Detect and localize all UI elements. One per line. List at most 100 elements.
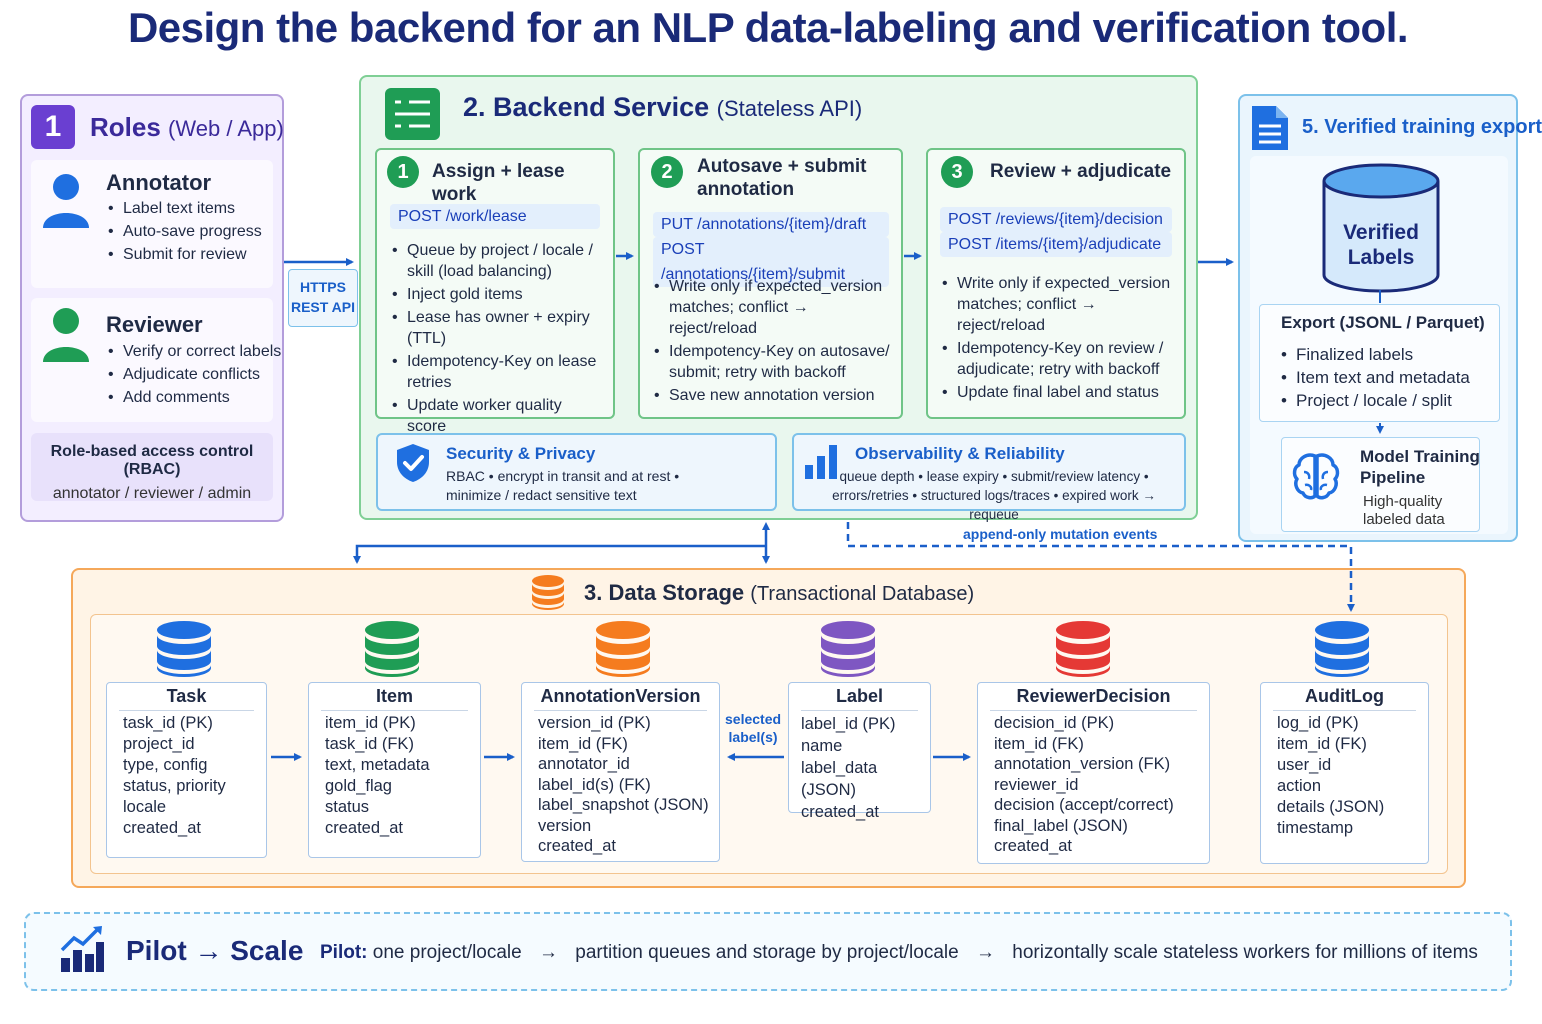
selected-label-line: selected <box>725 711 782 727</box>
annotator-user-icon <box>43 174 89 228</box>
entity-field: details (JSON) <box>1277 798 1385 816</box>
observability-line: errors/retries • structured logs/traces … <box>832 488 1156 522</box>
entity-task: Task task_id (PK) project_id type, confi… <box>106 682 267 858</box>
entity-fields: version_id (PK) item_id (FK) annotator_i… <box>538 713 709 857</box>
entity-annotation-version: AnnotationVersion version_id (PK) item_i… <box>521 682 720 862</box>
pilot-label: Pilot: <box>320 942 368 963</box>
arrow-right-icon: → <box>975 942 995 963</box>
selected-labels-annotation: selected label(s) <box>725 710 781 746</box>
annotation-version-database-icon <box>596 621 650 677</box>
brain-icon <box>1292 453 1340 500</box>
scale-title: Pilot → Scale <box>126 935 304 966</box>
append-only-events-arrow <box>846 522 1355 612</box>
entity-field: item_id (FK) <box>538 734 628 753</box>
list-item: Item text and metadata <box>1279 366 1470 389</box>
entity-title: Label <box>835 686 883 706</box>
storage-title-text: 3. Data Storage <box>584 580 745 605</box>
entity-field: label_data (JSON) <box>801 759 878 799</box>
entity-field: created_at <box>325 819 403 837</box>
step-number-badge: 3 <box>941 156 973 188</box>
entity-fields: decision_id (PK) item_id (FK) annotation… <box>994 713 1174 857</box>
roles-subtitle: (Web / App) <box>168 116 284 141</box>
list-item: Project / locale / split <box>1279 389 1470 412</box>
list-item: Idempotency-Key on lease retries <box>390 351 605 393</box>
list-item: Verify or correct labels <box>106 340 281 363</box>
observability-line: queue depth • lease expiry • submit/revi… <box>839 469 1149 484</box>
pilot-to-scale-banner <box>24 912 1512 991</box>
model-training-subtitle: High-quality labeled data <box>1363 493 1445 529</box>
entity-field: created_at <box>994 837 1072 855</box>
reviewer-name: Reviewer <box>106 312 203 337</box>
step-title: Review + adjudicate <box>990 161 1172 182</box>
pipeline-sub-line: High-quality <box>1363 493 1443 510</box>
entity-field: label_id (PK) <box>801 715 896 733</box>
item-database-icon <box>365 621 419 677</box>
list-item: Idempotency-Key on review / adjudicate; … <box>940 338 1182 380</box>
roles-number-badge: 1 <box>31 105 75 149</box>
https-label: HTTPS <box>300 279 346 295</box>
storage-subtitle: (Transactional Database) <box>750 583 975 605</box>
entity-divider <box>801 710 918 711</box>
step-list: Write only if expected_version matches; … <box>652 276 896 408</box>
entity-field: user_id <box>1277 756 1332 774</box>
list-item: Inject gold items <box>390 284 605 305</box>
entity-divider <box>990 710 1197 711</box>
entity-field: annotator_id <box>538 755 630 773</box>
list-item: Write only if expected_version matches; … <box>940 273 1182 336</box>
entity-field: item_id (PK) <box>325 714 416 732</box>
entity-title: Task <box>166 686 207 706</box>
entity-field: log_id (PK) <box>1277 714 1359 732</box>
step-title: Assign + lease work <box>432 161 565 205</box>
list-item: Write only if expected_version matches; … <box>652 276 896 339</box>
entity-audit-log: AuditLog log_id (PK) item_id (FK) user_i… <box>1260 682 1429 864</box>
list-item: Update worker quality score <box>390 395 605 437</box>
entity-title: AnnotationVersion <box>540 686 701 706</box>
backend-title: 2. Backend Service (Stateless API) <box>463 92 862 123</box>
scale-step: partition queues and storage by project/… <box>575 942 959 963</box>
scale-step: one project/locale <box>372 942 522 963</box>
task-database-icon <box>157 621 211 677</box>
entity-field: final_label (JSON) <box>994 816 1128 835</box>
entity-field: annotation_version (FK) <box>994 755 1171 773</box>
list-item: Queue by project / locale / skill (load … <box>390 240 605 282</box>
entity-field: task_id (PK) <box>123 714 213 732</box>
entity-divider <box>321 710 468 711</box>
entity-field: item_id (FK) <box>994 734 1084 753</box>
entity-field: decision_id (PK) <box>994 714 1115 732</box>
selected-label-line: label(s) <box>728 729 778 745</box>
observability-text: queue depth • lease expiry • submit/revi… <box>806 467 1182 524</box>
shield-icon <box>397 444 429 482</box>
entity-field: label_snapshot (JSON) <box>538 796 709 814</box>
reviewer-decision-database-icon <box>1056 621 1110 677</box>
list-item: Auto-save progress <box>106 220 262 243</box>
scale-step: horizontally scale stateless workers for… <box>1012 942 1478 963</box>
pipeline-title-line: Model Training <box>1360 447 1480 466</box>
storage-title: 3. Data Storage (Transactional Database) <box>584 580 974 606</box>
security-line: minimize / redact sensitive text <box>446 487 637 503</box>
list-item: Save new annotation version <box>652 385 896 406</box>
entity-fields: label_id (PK) name label_data (JSON) cre… <box>801 713 930 823</box>
backend-title-text: 2. Backend Service <box>463 92 710 122</box>
entity-field: version_id (PK) <box>538 714 651 732</box>
rbac-box: Role-based access control (RBAC) annotat… <box>31 433 273 502</box>
roles-title-text: Roles <box>90 112 161 142</box>
endpoint-label: POST /work/lease <box>390 204 600 229</box>
entity-title: ReviewerDecision <box>1016 686 1171 706</box>
reviewer-list: Verify or correct labels Adjudicate conf… <box>106 340 281 409</box>
pipeline-sub-line: labeled data <box>1363 511 1445 528</box>
entity-field: reviewer_id <box>994 775 1079 794</box>
entity-fields: log_id (PK) item_id (FK) user_id action … <box>1277 713 1384 839</box>
https-rest-api-label: HTTPS REST API <box>288 269 358 327</box>
db-label-line: Labels <box>1347 246 1415 269</box>
reviewer-user-icon <box>43 308 89 362</box>
page-title: Design the backend for an NLP data-label… <box>127 4 1409 51</box>
entity-field: label_id(s) (FK) <box>538 775 651 794</box>
list-item: Add comments <box>106 386 281 409</box>
entity-label: Label label_id (PK) name label_data (JSO… <box>788 682 931 821</box>
backend-subtitle: (Stateless API) <box>716 96 863 121</box>
entity-field: type, config <box>123 756 208 774</box>
observability-title: Observability & Reliability <box>855 444 1065 463</box>
growth-chart-icon <box>60 926 104 972</box>
storage-database-icon <box>532 575 564 610</box>
